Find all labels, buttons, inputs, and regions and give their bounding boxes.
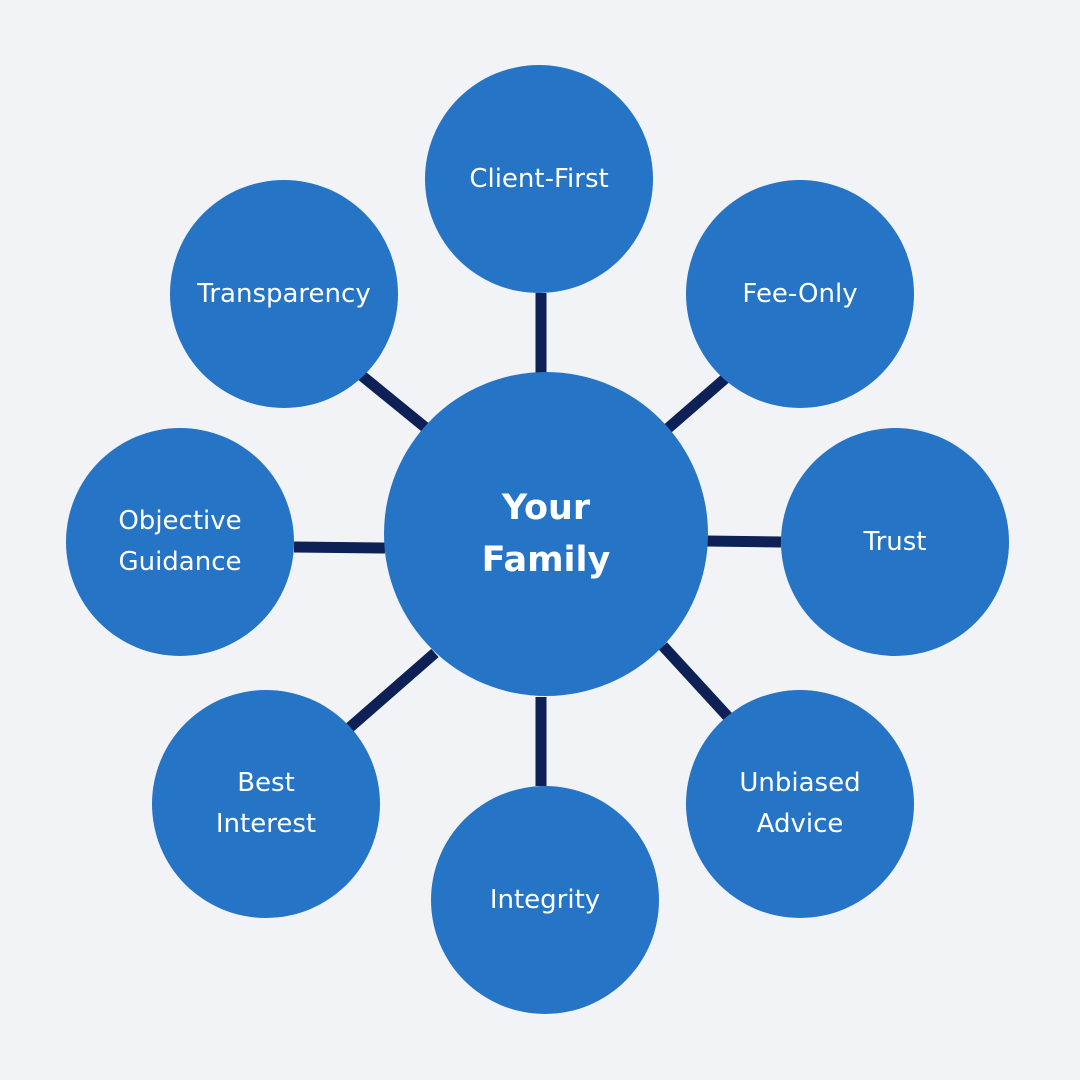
connector-transparency [357, 370, 430, 433]
node-unbiased-advice: Unbiased Advice [686, 690, 914, 918]
node-client-first: Client-First [425, 65, 653, 293]
node-label-objective-guidance: Objective Guidance [118, 506, 242, 577]
node-fee-only: Fee-Only [686, 180, 914, 408]
node-label-fee-only: Fee-Only [742, 278, 858, 309]
connector-objective-guidance [293, 541, 386, 554]
node-objective-guidance: Objective Guidance [66, 428, 294, 656]
center-label: Your Family [481, 488, 611, 580]
node-label-unbiased-advice: Unbiased Advice [739, 768, 861, 839]
center-node-your-family: Your Family [384, 372, 708, 696]
connector-best-interest [344, 648, 439, 734]
connector-fee-only [662, 372, 731, 435]
node-integrity: Integrity [431, 786, 659, 1014]
node-label-integrity: Integrity [489, 884, 601, 915]
connector-trust [706, 535, 782, 548]
node-label-transparency: Transparency [197, 278, 371, 309]
node-label-client-first: Client-First [469, 163, 609, 194]
node-label-best-interest: Best Interest [215, 768, 317, 839]
node-best-interest: Best Interest [152, 690, 380, 918]
node-trust: Trust [781, 428, 1009, 656]
connector-unbiased-advice [658, 642, 735, 723]
node-transparency: Transparency [170, 180, 398, 408]
node-label-trust: Trust [863, 526, 927, 557]
